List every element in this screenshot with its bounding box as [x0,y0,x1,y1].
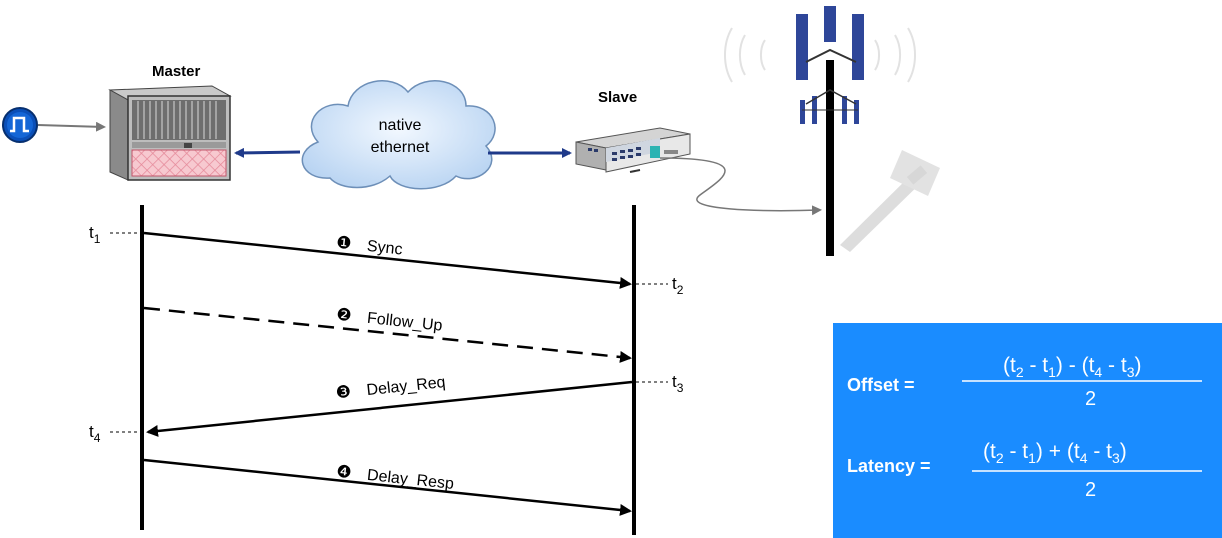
msg-number-4: ❹ [335,462,352,482]
cloud-icon [301,80,496,190]
slave-label: Slave [598,89,637,106]
delay-req-arrow [146,380,633,437]
msg-number-1: ❶ [335,233,352,253]
latency-numerator: (t2 - t1) + (t4 - t3) [983,440,1127,466]
formula-box [833,323,1222,538]
satellite-dish-icon [840,150,940,252]
t4-label: t4 [89,422,101,445]
follow-up-arrow [143,306,632,363]
message-delay-resp: ❹ Delay_Resp [335,462,454,493]
clock-signal-icon [2,107,106,143]
latency-denominator: 2 [1085,479,1096,501]
cable-to-tower [659,157,822,216]
msg-label-sync: Sync [366,238,403,259]
t3-label: t3 [672,372,684,395]
sync-arrow [143,231,632,289]
t2-label: t2 [672,274,684,297]
delay-resp-arrow [143,458,632,516]
timestamp-dashes [110,232,668,433]
offset-label: Offset = [847,375,915,395]
slave-switch-icon [575,127,691,173]
cell-tower-icon [724,6,916,256]
t1-label: t1 [89,223,101,246]
message-sync: ❶ Sync [335,233,403,259]
master-rack-icon [108,85,232,181]
network-links [234,147,572,158]
message-delay-req: ❸ Delay_Req [335,374,447,402]
cloud-label-ethernet: ethernet [371,139,430,156]
cloud-label-native: native [379,117,422,134]
msg-number-2: ❷ [335,305,352,325]
msg-number-3: ❸ [335,382,352,402]
offset-numerator: (t2 - t1) - (t4 - t3) [1003,354,1142,380]
offset-denominator: 2 [1085,388,1096,410]
latency-label: Latency = [847,456,931,476]
master-label: Master [152,63,201,80]
msg-label-delay-req: Delay_Req [366,374,446,399]
